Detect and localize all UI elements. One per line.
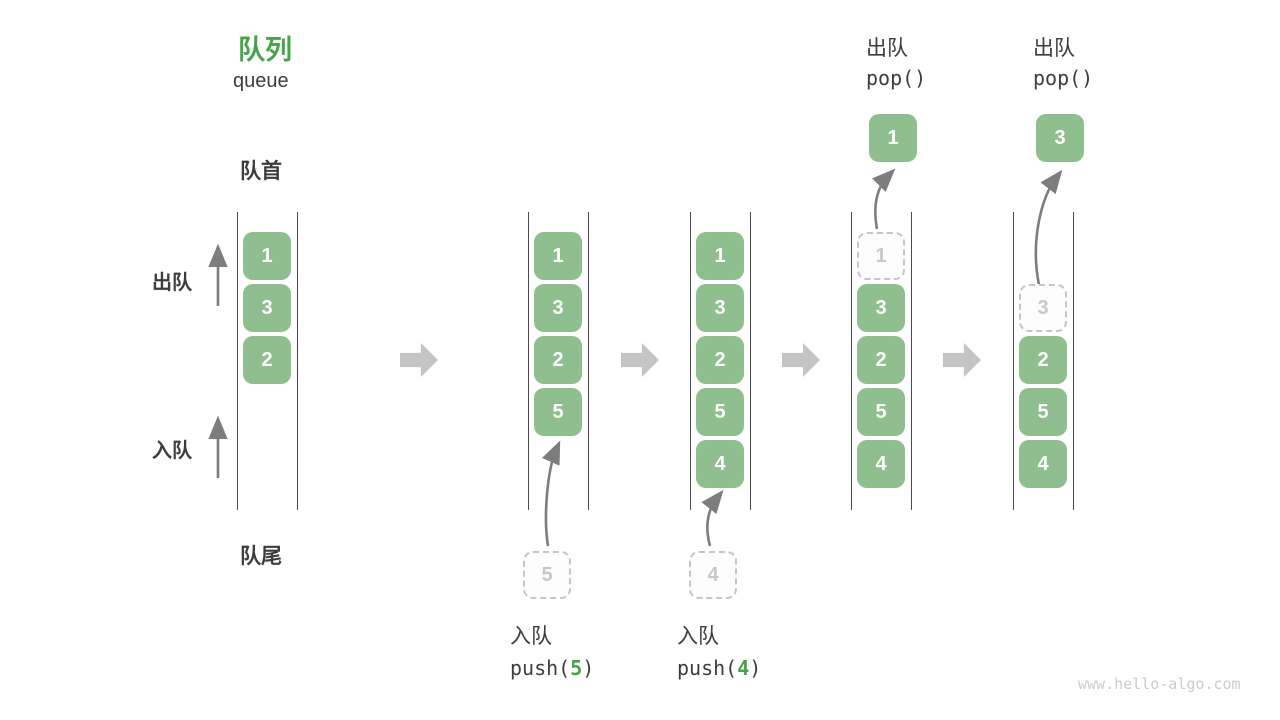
diagram-title-en: queue	[233, 70, 289, 92]
queue-column-4: 1 3 2 5 4	[851, 212, 912, 510]
pop1-label: 出队	[866, 37, 908, 60]
queue-column-2: 1 3 2 5	[528, 212, 589, 510]
queue-item-box: 1	[534, 232, 582, 280]
queue-item-box: 1	[243, 232, 291, 280]
push4-fn: push(	[677, 656, 738, 680]
queue-item-box: 2	[696, 336, 744, 384]
queue-item-box: 5	[696, 388, 744, 436]
push5-arg: 5	[570, 656, 583, 680]
pop1-code: pop()	[866, 66, 927, 90]
push4-close: )	[749, 656, 762, 680]
queue-item-box: 3	[534, 284, 582, 332]
queue-column-3: 1 3 2 5 4	[690, 212, 751, 510]
queue-item-box: 4	[696, 440, 744, 488]
queue-front-label: 队首	[240, 160, 282, 183]
queue-rear-label: 队尾	[240, 545, 282, 568]
push5-fn: push(	[510, 656, 571, 680]
push5-label: 入队	[510, 625, 552, 648]
watermark: www.hello-algo.com	[1078, 675, 1241, 693]
enqueue-side-label: 入队	[152, 440, 192, 462]
queue-item-box: 3	[696, 284, 744, 332]
queue-item-box: 3	[857, 284, 905, 332]
ghost-box: 1	[857, 232, 905, 280]
pop2-code: pop()	[1033, 66, 1094, 90]
queue-column-1: 1 3 2	[237, 212, 298, 510]
queue-column-5: 3 2 5 4	[1013, 212, 1074, 510]
queue-item-box: 4	[857, 440, 905, 488]
queue-item-box: 5	[1019, 388, 1067, 436]
step-arrow-icon	[782, 343, 820, 377]
staged-item-box: 4	[689, 551, 737, 599]
push5-close: )	[582, 656, 595, 680]
queue-item-box: 5	[534, 388, 582, 436]
dequeue-side-label: 出队	[152, 272, 192, 294]
queue-item-box: 2	[1019, 336, 1067, 384]
queue-item-box: 2	[857, 336, 905, 384]
queue-item-box: 2	[243, 336, 291, 384]
step-arrow-icon	[621, 343, 659, 377]
queue-item-box: 5	[857, 388, 905, 436]
push4-label: 入队	[677, 625, 719, 648]
step-arrow-icon	[400, 343, 438, 377]
ghost-box: 3	[1019, 284, 1067, 332]
popped-item-box: 3	[1036, 114, 1084, 162]
staged-item-box: 5	[523, 551, 571, 599]
step-arrow-icon	[943, 343, 981, 377]
pop2-label: 出队	[1033, 37, 1075, 60]
diagram-title-zh: 队列	[238, 35, 292, 65]
push4-arg: 4	[737, 656, 750, 680]
push5-code: push(5)	[510, 656, 594, 680]
push4-code: push(4)	[677, 656, 761, 680]
queue-item-box: 2	[534, 336, 582, 384]
queue-item-box: 1	[696, 232, 744, 280]
popped-item-box: 1	[869, 114, 917, 162]
queue-item-box: 4	[1019, 440, 1067, 488]
queue-item-box: 3	[243, 284, 291, 332]
